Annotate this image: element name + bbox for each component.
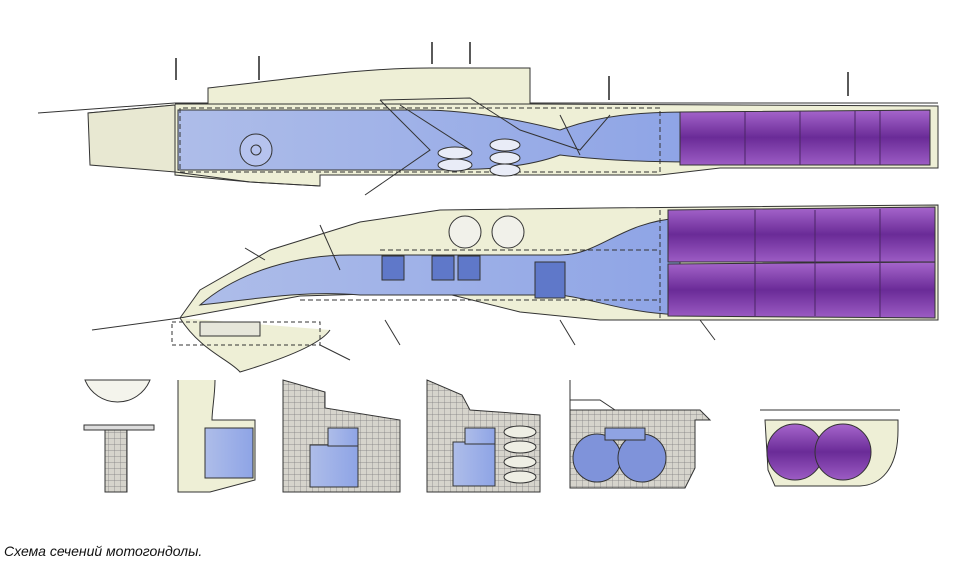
cross-sections — [83, 379, 900, 493]
section-6 — [760, 409, 900, 487]
side-view — [37, 42, 939, 196]
section-2 — [177, 379, 256, 493]
section-3 — [282, 379, 401, 493]
plan-view — [91, 204, 939, 373]
section-4 — [426, 379, 541, 493]
section-5 — [569, 380, 712, 489]
section-1 — [83, 379, 155, 493]
figure-caption: Схема сечений мотогондолы. — [4, 543, 203, 559]
nacelle-sections-diagram — [37, 42, 939, 493]
